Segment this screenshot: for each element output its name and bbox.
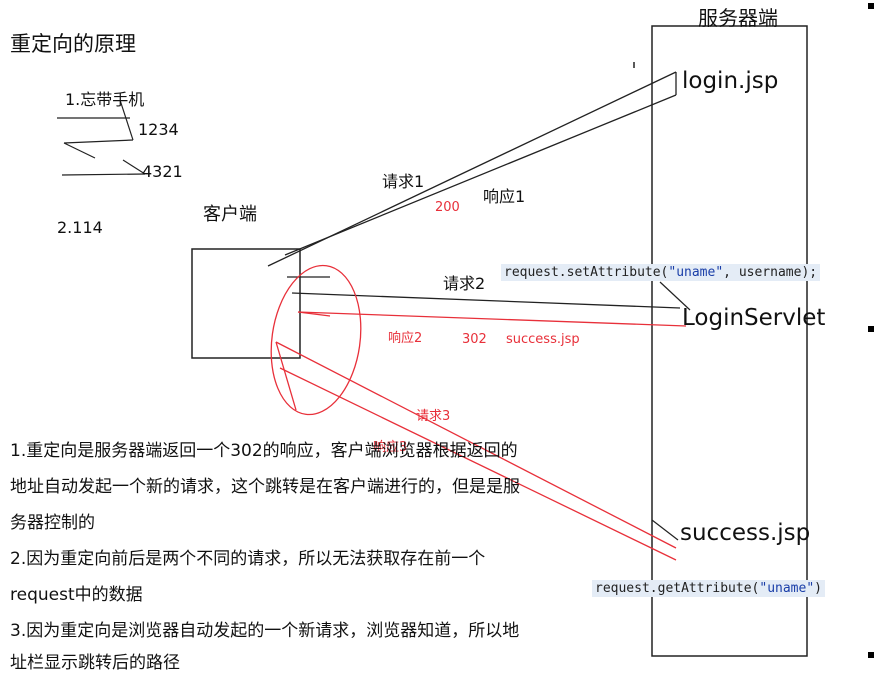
explanation-line: 1.重定向是服务器端返回一个302的响应，客户端浏览器根据返回的 [10,441,518,461]
request2-line [291,292,681,309]
note-forgot-phone: 1.忘带手机 [65,90,145,109]
client-label: 客户端 [203,204,257,225]
diagram-title: 重定向的原理 [10,32,136,56]
label-request1: 请求1 [382,172,425,191]
scribble-line [63,142,96,159]
setattr-pointer [659,281,691,311]
label-request3: 请求3 [416,409,451,424]
get-attribute-code: request.getAttribute("uname") [592,580,825,597]
server-item-servlet: LoginServlet [682,305,826,331]
server-label: 服务器端 [698,6,778,30]
client-box [191,248,301,359]
scribble-line [122,159,146,175]
explanation-line: 务器控制的 [10,513,95,533]
label-code-200: 200 [435,200,460,215]
label-response1: 响应1 [483,187,526,206]
highlight-ellipse [270,264,362,416]
scribble-line [61,173,146,176]
scribble-line [119,99,134,141]
note-number-3: 2.114 [57,218,103,237]
server-item-success: success.jsp [680,520,811,546]
response1-line [284,94,677,256]
resize-handle[interactable] [868,652,874,658]
explanation-line: 址栏显示跳转后的路径 [10,653,180,673]
explanation-line: 2.因为重定向前后是两个不同的请求，所以无法获取存在前一个 [10,549,486,569]
explanation-line: 3.因为重定向是浏览器自动发起的一个新请求，浏览器知道，所以地 [10,621,520,641]
server-item-login: login.jsp [682,68,779,94]
label-code-302: 302 [462,332,487,347]
resize-handle[interactable] [868,326,874,332]
explanation-line: request中的数据 [10,585,143,605]
label-response3: 响应3 [373,440,408,455]
response2-stub [297,311,331,317]
note-number-2: 4321 [142,162,183,181]
response2-line [297,311,687,327]
response3-line [279,367,677,561]
scribble-line [63,139,134,144]
explanation-line: 地址自动发起一个新的请求，这个跳转是在客户端进行的，但是是服 [10,477,520,497]
getattr-pointer [651,519,679,541]
label-success-target: success.jsp [506,332,580,347]
request3-return [275,341,297,411]
label-response2: 响应2 [388,331,423,346]
label-request2: 请求2 [443,274,486,293]
resize-handle[interactable] [868,3,874,9]
set-attribute-code: request.setAttribute("uname", username); [501,264,821,281]
server-box [651,25,808,657]
request3-line [275,341,677,549]
note-number-1: 1234 [138,120,179,139]
